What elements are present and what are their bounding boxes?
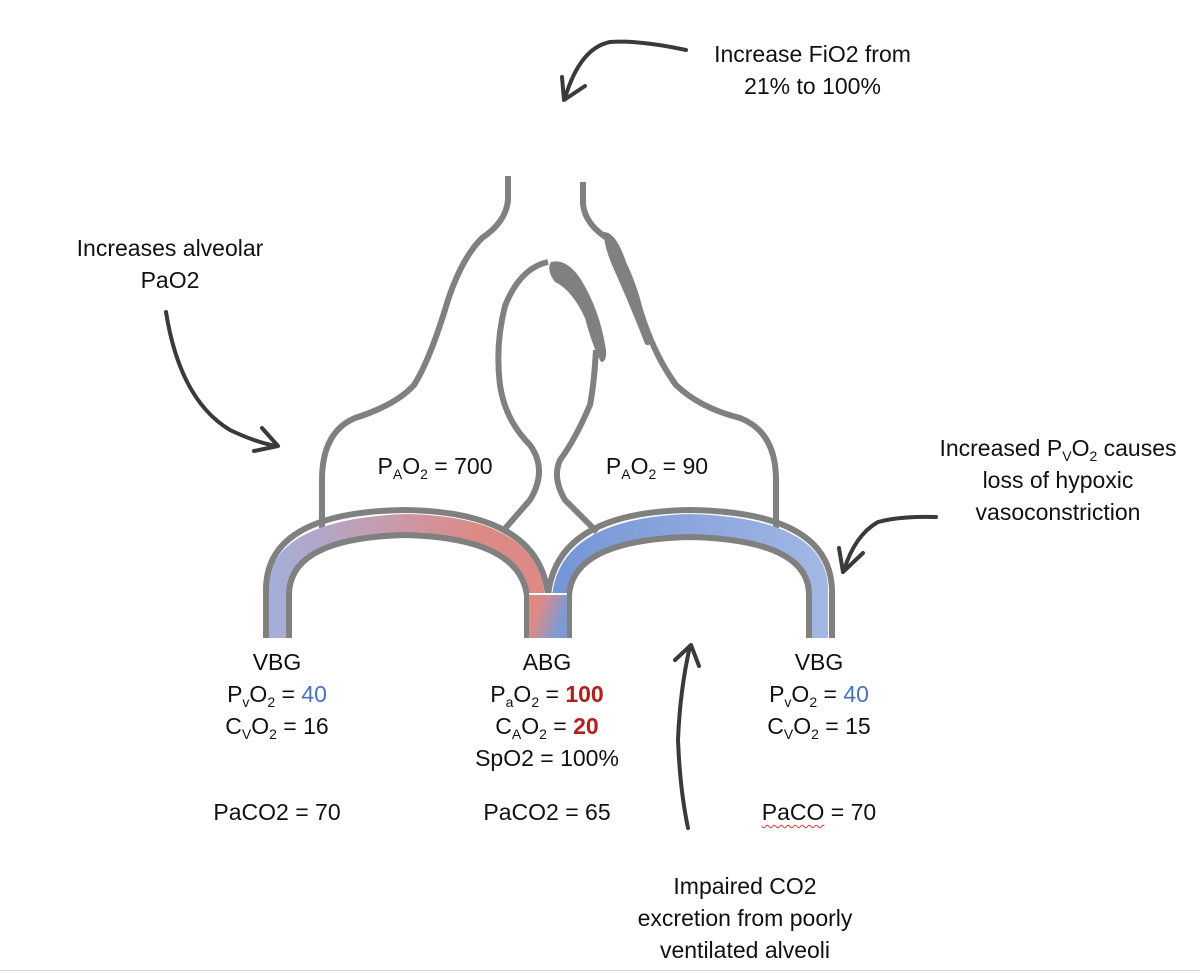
abg-spo2: SpO2 = 100% bbox=[475, 745, 619, 771]
right-capillary bbox=[545, 506, 835, 638]
alveolar-annotation: Increases alveolar PaO2 bbox=[50, 232, 290, 296]
fio2-arrowhead bbox=[560, 75, 587, 102]
alveolar-septum-left bbox=[495, 259, 549, 534]
alveolar-line1: Increases alveolar bbox=[76, 235, 264, 261]
abg-title: ABG bbox=[522, 649, 572, 675]
co2-line1: Impaired CO2 bbox=[673, 873, 817, 899]
right-vbg-paco2: PaCO = 70 bbox=[761, 799, 877, 825]
co2-line3: ventilated alveoli bbox=[659, 937, 831, 963]
bottom-divider bbox=[0, 970, 1200, 971]
left-vbg-title: VBG bbox=[252, 649, 302, 675]
alveolar-line2: PaO2 bbox=[140, 267, 200, 293]
bronchial-wall-thickening bbox=[603, 232, 650, 346]
co2-line2: excretion from poorly bbox=[637, 905, 853, 931]
alveolar-arrowhead bbox=[252, 426, 280, 453]
hypoxic-line2: loss of hypoxic bbox=[982, 467, 1134, 493]
airway-obstruction-blob bbox=[549, 261, 607, 362]
abg-mixing-segment bbox=[529, 594, 567, 638]
co2-arrow bbox=[676, 644, 692, 830]
fio2-line1: Increase FiO2 from bbox=[714, 41, 911, 67]
right-vbg-title: VBG bbox=[794, 649, 844, 675]
co2-annotation: Impaired CO2 excretion from poorly venti… bbox=[600, 870, 890, 966]
left-alveolus-pao2: PAO2 = 700 bbox=[377, 453, 493, 482]
left-capillary-outer-wall bbox=[263, 506, 551, 638]
abg-pao2: PaO2 = 100 bbox=[490, 681, 604, 710]
hypoxic-annotation: Increased PVO2 causes loss of hypoxic va… bbox=[918, 432, 1198, 528]
fio2-line2: 21% to 100% bbox=[744, 73, 881, 99]
spellcheck-flagged-word: PaCO bbox=[761, 799, 825, 825]
right-capillary-outer-wall bbox=[545, 506, 835, 638]
hypoxic-arrow bbox=[842, 514, 938, 572]
hypoxic-line1: Increased PVO2 causes bbox=[939, 435, 1177, 464]
left-vbg-panel: VBG PvO2 = 40 CVO2 = 16 bbox=[200, 646, 354, 742]
abg-cao2: CAO2 = 20 bbox=[495, 713, 599, 742]
right-vbg-panel: VBG PvO2 = 40 CVO2 = 15 bbox=[742, 646, 896, 742]
hypoxic-line3: vasoconstriction bbox=[975, 499, 1141, 525]
left-vbg-cvo2: CVO2 = 16 bbox=[225, 713, 329, 742]
left-vbg-paco2: PaCO2 = 70 bbox=[213, 799, 341, 825]
co2-arrowhead bbox=[673, 643, 701, 668]
left-capillary bbox=[263, 506, 551, 638]
left-vbg-pvo2: PvO2 = 40 bbox=[227, 681, 327, 710]
fio2-annotation: Increase FiO2 from 21% to 100% bbox=[690, 38, 935, 102]
right-vbg-pvo2: PvO2 = 40 bbox=[769, 681, 869, 710]
hypoxic-arrowhead bbox=[837, 546, 865, 574]
annotation-arrows bbox=[164, 39, 938, 830]
abg-paco2: PaCO2 = 65 bbox=[483, 799, 611, 825]
abg-panel: ABG PaO2 = 100 CAO2 = 20 SpO2 = 100% bbox=[462, 646, 632, 774]
right-vbg-cvo2: CVO2 = 15 bbox=[767, 713, 871, 742]
left-alveolus-outer-wall bbox=[319, 176, 511, 528]
right-capillary-inner-wall bbox=[566, 533, 812, 638]
fio2-arrow bbox=[563, 39, 688, 100]
left-capillary-inner-wall bbox=[286, 531, 530, 638]
alveolar-septum-right bbox=[553, 349, 600, 535]
right-alveolus-pao2: PAO2 = 90 bbox=[605, 453, 709, 482]
alveolar-arrow bbox=[164, 310, 278, 448]
